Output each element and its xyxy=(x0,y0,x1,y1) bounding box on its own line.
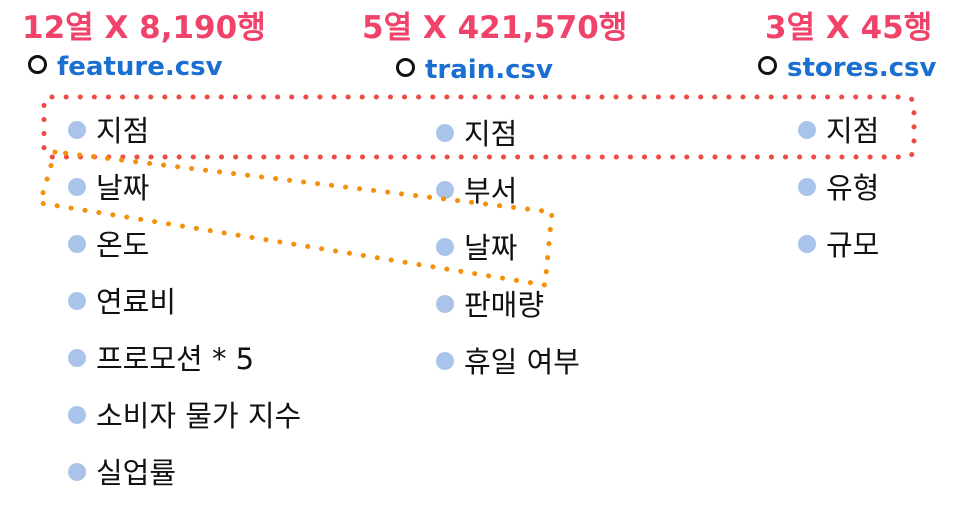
bullet-icon xyxy=(68,406,86,424)
feature-field-unemployment: 실업률 xyxy=(68,450,176,492)
bullet-icon xyxy=(68,292,86,310)
bullet-icon xyxy=(436,181,454,199)
bullet-icon xyxy=(798,121,816,139)
stores-field-size: 규모 xyxy=(798,222,879,264)
feature-field-temperature: 온도 xyxy=(68,222,149,264)
circle-icon xyxy=(758,56,777,75)
stores-field-type: 유형 xyxy=(798,165,879,207)
store-link-outline xyxy=(41,94,917,160)
train-field-store: 지점 xyxy=(436,111,517,153)
bullet-icon xyxy=(68,121,86,139)
feature-dimensions: 12열 X 8,190행 xyxy=(22,10,266,46)
circle-icon xyxy=(396,58,415,77)
feature-field-date: 날짜 xyxy=(68,165,149,207)
bullet-icon xyxy=(436,238,454,256)
train-dimensions: 5열 X 421,570행 xyxy=(362,10,628,46)
train-file-label: train.csv xyxy=(396,55,553,85)
train-field-date: 날짜 xyxy=(436,225,517,267)
train-field-sales: 판매량 xyxy=(436,282,544,324)
circle-icon xyxy=(28,55,47,74)
feature-file-label: feature.csv xyxy=(28,52,223,82)
bullet-icon xyxy=(68,178,86,196)
bullet-icon xyxy=(436,352,454,370)
stores-file-name: stores.csv xyxy=(787,53,937,83)
bullet-icon xyxy=(436,295,454,313)
date-link-outline xyxy=(37,149,555,288)
feature-field-fuel: 연료비 xyxy=(68,279,176,321)
bullet-icon xyxy=(798,178,816,196)
feature-field-cpi: 소비자 물가 지수 xyxy=(68,393,301,435)
feature-field-promotion: 프로모션 * 5 xyxy=(68,336,254,378)
bullet-icon xyxy=(68,463,86,481)
feature-field-store: 지점 xyxy=(68,108,149,150)
bullet-icon xyxy=(68,235,86,253)
stores-dimensions: 3열 X 45행 xyxy=(765,10,933,46)
feature-file-name: feature.csv xyxy=(57,52,223,82)
bullet-icon xyxy=(68,349,86,367)
stores-file-label: stores.csv xyxy=(758,53,936,83)
train-file-name: train.csv xyxy=(425,55,553,85)
stores-field-store: 지점 xyxy=(798,108,879,150)
train-field-holiday: 휴일 여부 xyxy=(436,339,580,381)
bullet-icon xyxy=(436,124,454,142)
bullet-icon xyxy=(798,235,816,253)
